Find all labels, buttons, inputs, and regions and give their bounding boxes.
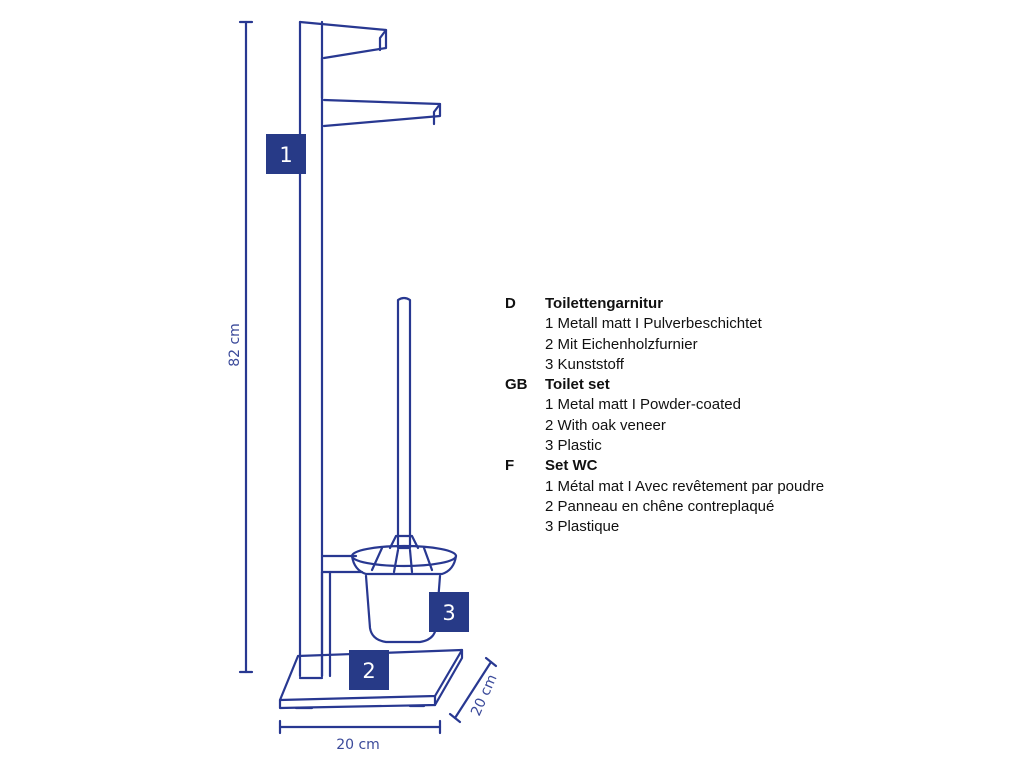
badge-3: 3: [429, 592, 469, 632]
depth-dimension-line: [448, 656, 498, 724]
legend-item: 3 Kunststoff: [545, 355, 624, 373]
legend-item: 3 Plastique: [545, 518, 620, 536]
legend-block-gb: GB Toilet set 1 Metal matt I Powder-coat…: [505, 375, 925, 456]
depth-dimension-label: 20 cm: [468, 672, 500, 718]
badge-1-number: 1: [279, 143, 292, 167]
legend-block-de: D Toilettengarnitur 1 Metall matt I Pulv…: [505, 294, 925, 375]
legend-item: 2 With oak veneer: [545, 416, 666, 434]
legend-item: 1 Métal mat I Avec revêtement par poudre: [545, 477, 825, 495]
badge-3-number: 3: [442, 601, 455, 625]
language-code: F: [505, 457, 515, 475]
legend-item: 3 Plastic: [545, 437, 602, 455]
legend-item: 1 Metal matt I Powder-coated: [545, 396, 741, 414]
base-plate: [278, 648, 464, 710]
language-code: GB: [505, 376, 528, 394]
legend-title: Toilet set: [545, 376, 610, 394]
legend-title: Set WC: [545, 457, 598, 475]
material-legend: D Toilettengarnitur 1 Metall matt I Pulv…: [505, 294, 925, 538]
legend-item: 2 Mit Eichenholzfurnier: [545, 335, 698, 353]
height-dimension-line: [238, 20, 254, 674]
badge-2-number: 2: [362, 659, 375, 683]
legend-item: 2 Panneau en chêne contreplaqué: [545, 497, 775, 515]
height-dimension-label: 82 cm: [227, 323, 243, 367]
legend-item: 1 Metall matt I Pulverbeschichtet: [545, 315, 762, 333]
toilet-stand-outline: [298, 20, 442, 678]
badge-1: 1: [266, 134, 306, 174]
legend-block-f: F Set WC 1 Métal mat I Avec revêtement p…: [505, 456, 925, 537]
width-dimension-line: [278, 719, 442, 735]
width-dimension-label: 20 cm: [336, 737, 380, 753]
language-code: D: [505, 295, 516, 312]
legend-title: Toilettengarnitur: [545, 295, 664, 312]
badge-2: 2: [349, 650, 389, 690]
toilet-brush: [350, 296, 458, 644]
